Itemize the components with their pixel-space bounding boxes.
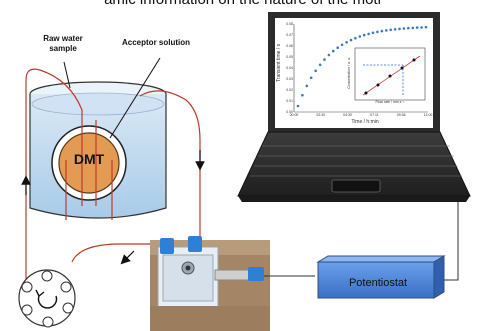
raw-water-label-line1: Raw water [43,34,83,43]
plot-dot [314,69,318,73]
plot-x-tick-label: 12:00 [423,113,433,117]
plot-dot [309,76,313,80]
plot-dot [349,38,353,42]
plot-dot [305,84,309,88]
potentiostat-label: Potentiostat [348,277,408,289]
plot-dot [354,36,357,40]
flow-arrows [21,150,205,265]
dmt-label: DMT [73,151,105,167]
plot-dot [415,26,419,29]
plot-dot [424,25,428,29]
plot-dot [376,30,379,34]
tubing [25,68,201,295]
plot-x-tick-label: 00:00 [289,113,299,117]
plot-y-tick-label: 0.04 [286,66,293,70]
plot-dot [367,32,370,36]
peristaltic-pump [18,269,76,328]
plot-ylabel: Transient time / s [276,43,282,83]
plot-dot [389,28,393,32]
plot-dot [398,27,401,31]
plot-y-tick-label: 0.03 [286,77,293,81]
plot-dot [301,93,304,97]
acceptor-solution-label: Acceptor solution [122,38,191,47]
plot-y-tick-label: 0.06 [286,44,293,48]
flow-cell [150,236,270,331]
plot-dot [420,26,423,29]
plot-y-tick-label: 0.05 [286,55,293,59]
header-text: amic information on the nature of the mo… [0,0,485,11]
plot-dot [332,49,335,53]
plot-x-tick-label: 09:36 [396,113,406,117]
plot-dot [318,63,322,67]
potentiostat-box [316,255,446,299]
plot-dot [402,27,406,30]
acceptor-membrane [51,125,127,201]
screen-plot [293,24,428,113]
plot-y-tick-label: 0.01 [286,99,293,103]
plot-dot [362,33,366,37]
plot-x-tick-label: 07:11 [370,113,379,117]
inset-ylabel: Concentration / a. u. [347,57,351,89]
plot-dot [385,29,388,32]
plot-y-tick-label: 0.08 [286,22,293,26]
plot-y-tick-label: 0.07 [286,33,293,37]
plot-dot [345,41,348,44]
plot-dot [340,43,344,47]
plot-dot [323,58,326,61]
plot-xlabel: Time / h:min [351,119,379,125]
plot-dots [296,25,428,108]
plot-dot [327,53,331,57]
plot-dot [411,26,415,30]
laptop [237,12,471,202]
plot-y-tick-label: 0.02 [286,88,293,92]
plot-dot [336,46,340,49]
plot-x-tick-label: 04:30 [343,113,352,117]
plot-dot [296,104,300,108]
plot-y-tick-label: 0.00 [286,110,293,114]
raw-water-label-line2: sample [49,44,77,53]
plot-dot [393,28,397,31]
plot-x-tick-label: 02:30 [316,113,326,117]
raw-water-label: Raw water sample [28,34,98,54]
label-leaders [63,57,161,139]
inset-xlabel: Flow rate / mm s⁻¹ [375,100,405,104]
plot-dot [371,31,375,35]
plot-dot [407,26,410,30]
plot-dot [380,29,384,33]
plot-dot [358,35,362,38]
